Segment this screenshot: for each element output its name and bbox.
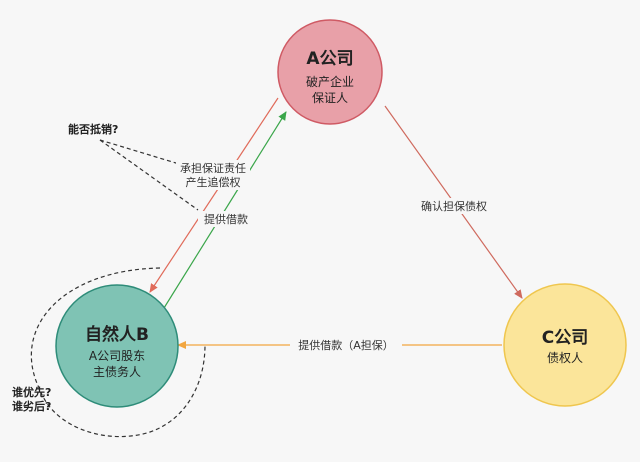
node-b-title: 自然人B xyxy=(85,324,149,345)
priority-note-bracket xyxy=(30,267,206,438)
edge-label-loan-b-to-a: 提供借款 xyxy=(204,212,248,226)
node-c-circle xyxy=(503,283,627,407)
node-c-line1: 债权人 xyxy=(547,351,583,365)
node-a-circle xyxy=(277,19,383,125)
edge-label-confirm-claim: 确认担保债权 xyxy=(421,199,487,213)
edge-label-guarantee-line2: 产生追偿权 xyxy=(186,175,241,189)
node-a-company: A公司 破产企业 保证人 xyxy=(277,19,383,125)
note-priority-line2: 谁劣后? xyxy=(12,399,51,413)
node-b-line2: 主债务人 xyxy=(93,364,141,379)
note-offset: 能否抵销? xyxy=(68,122,118,136)
node-c-company: C公司 债权人 xyxy=(503,283,627,407)
arrow-a-to-b-guarantee xyxy=(149,97,279,293)
node-a-line1: 破产企业 xyxy=(306,74,354,89)
arrow-b-to-a-loan xyxy=(163,111,287,309)
note-priority-line1: 谁优先? xyxy=(12,385,51,399)
node-b-person: 自然人B A公司股东 主债务人 xyxy=(55,284,179,408)
edge-label-guarantee-line1: 承担保证责任 xyxy=(180,161,246,175)
node-c-title: C公司 xyxy=(542,328,588,348)
edge-label-loan-c-to-b: 提供借款（A担保） xyxy=(298,338,394,352)
node-a-title: A公司 xyxy=(306,49,353,69)
offset-note-line-lower xyxy=(99,139,199,211)
node-a-line2: 保证人 xyxy=(312,91,348,105)
node-b-line1: A公司股东 xyxy=(89,349,145,363)
node-b-circle xyxy=(55,284,179,408)
